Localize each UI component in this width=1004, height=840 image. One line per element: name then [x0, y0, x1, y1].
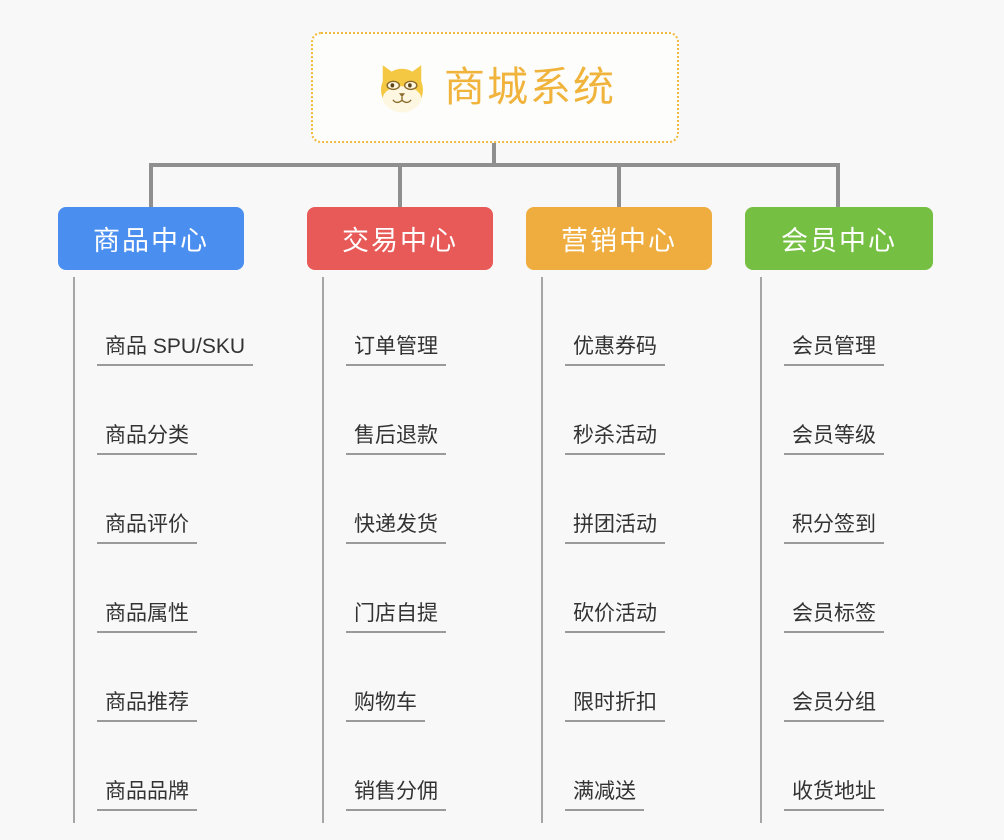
leaf-label: 订单管理: [346, 335, 446, 366]
leaf-label: 会员标签: [784, 602, 884, 633]
list-item[interactable]: 积分签到: [760, 455, 884, 544]
leaf-label: 秒杀活动: [565, 424, 665, 455]
leaf-spine-4: [760, 277, 762, 823]
list-item[interactable]: 快递发货: [322, 455, 446, 544]
leaf-label: 限时折扣: [565, 691, 665, 722]
leaf-label: 购物车: [346, 691, 425, 722]
root-node-card[interactable]: 商城系统: [311, 32, 679, 143]
list-item[interactable]: 商品属性: [73, 544, 197, 633]
list-item[interactable]: 满减送: [541, 722, 644, 811]
root-node-title: 商城系统: [444, 64, 616, 110]
list-item[interactable]: 会员等级: [760, 366, 884, 455]
leaf-label: 销售分佣: [346, 780, 446, 811]
leaf-label: 会员等级: [784, 424, 884, 455]
leaf-label: 商品分类: [97, 424, 197, 455]
list-item[interactable]: 商品推荐: [73, 633, 197, 722]
list-item[interactable]: 限时折扣: [541, 633, 665, 722]
leaf-label: 商品推荐: [97, 691, 197, 722]
leaf-label: 拼团活动: [565, 513, 665, 544]
leaf-label: 商品属性: [97, 602, 197, 633]
leaf-label: 售后退款: [346, 424, 446, 455]
category-card-1[interactable]: 商品中心: [58, 207, 244, 270]
leaf-label: 商品品牌: [97, 780, 197, 811]
leaf-label: 会员分组: [784, 691, 884, 722]
list-item[interactable]: 商品评价: [73, 455, 197, 544]
list-item[interactable]: 会员管理: [760, 277, 884, 366]
list-item[interactable]: 订单管理: [322, 277, 446, 366]
list-item[interactable]: 会员标签: [760, 544, 884, 633]
category-label-3: 营销中心: [561, 226, 677, 256]
dog-face-icon: [381, 64, 423, 112]
list-item[interactable]: 售后退款: [322, 366, 446, 455]
list-item[interactable]: 商品 SPU/SKU: [73, 277, 254, 366]
category-label-2: 交易中心: [342, 226, 458, 256]
category-card-3[interactable]: 营销中心: [526, 207, 712, 270]
list-item[interactable]: 销售分佣: [322, 722, 446, 811]
category-card-2[interactable]: 交易中心: [307, 207, 493, 270]
connector-drop-1: [149, 163, 153, 208]
leaf-label: 收货地址: [784, 780, 884, 811]
list-item[interactable]: 秒杀活动: [541, 366, 665, 455]
leaf-label: 会员管理: [784, 335, 884, 366]
list-item[interactable]: 商品品牌: [73, 722, 197, 811]
leaf-label: 积分签到: [784, 513, 884, 544]
category-label-1: 商品中心: [93, 226, 209, 256]
leaf-label: 满减送: [565, 780, 644, 811]
list-item[interactable]: 商品分类: [73, 366, 197, 455]
list-item[interactable]: 会员分组: [760, 633, 884, 722]
list-item[interactable]: 优惠券码: [541, 277, 665, 366]
list-item[interactable]: 收货地址: [760, 722, 884, 811]
leaf-spine-2: [322, 277, 324, 823]
category-card-4[interactable]: 会员中心: [745, 207, 933, 270]
connector-bus: [149, 163, 840, 167]
list-item[interactable]: 购物车: [322, 633, 425, 722]
leaf-label: 砍价活动: [565, 602, 665, 633]
connector-drop-2: [398, 163, 402, 208]
list-item[interactable]: 拼团活动: [541, 455, 665, 544]
connector-drop-3: [617, 163, 621, 208]
leaf-spine-1: [73, 277, 75, 823]
list-item[interactable]: 砍价活动: [541, 544, 665, 633]
leaf-label: 快递发货: [346, 513, 446, 544]
connector-drop-4: [836, 163, 840, 208]
leaf-spine-3: [541, 277, 543, 823]
leaf-label: 商品评价: [97, 513, 197, 544]
leaf-label: 优惠券码: [565, 335, 665, 366]
leaf-label: 门店自提: [346, 602, 446, 633]
list-item[interactable]: 门店自提: [322, 544, 446, 633]
connector-root-stem: [492, 143, 496, 165]
category-label-4: 会员中心: [781, 226, 897, 256]
leaf-label: 商品 SPU/SKU: [97, 335, 254, 366]
